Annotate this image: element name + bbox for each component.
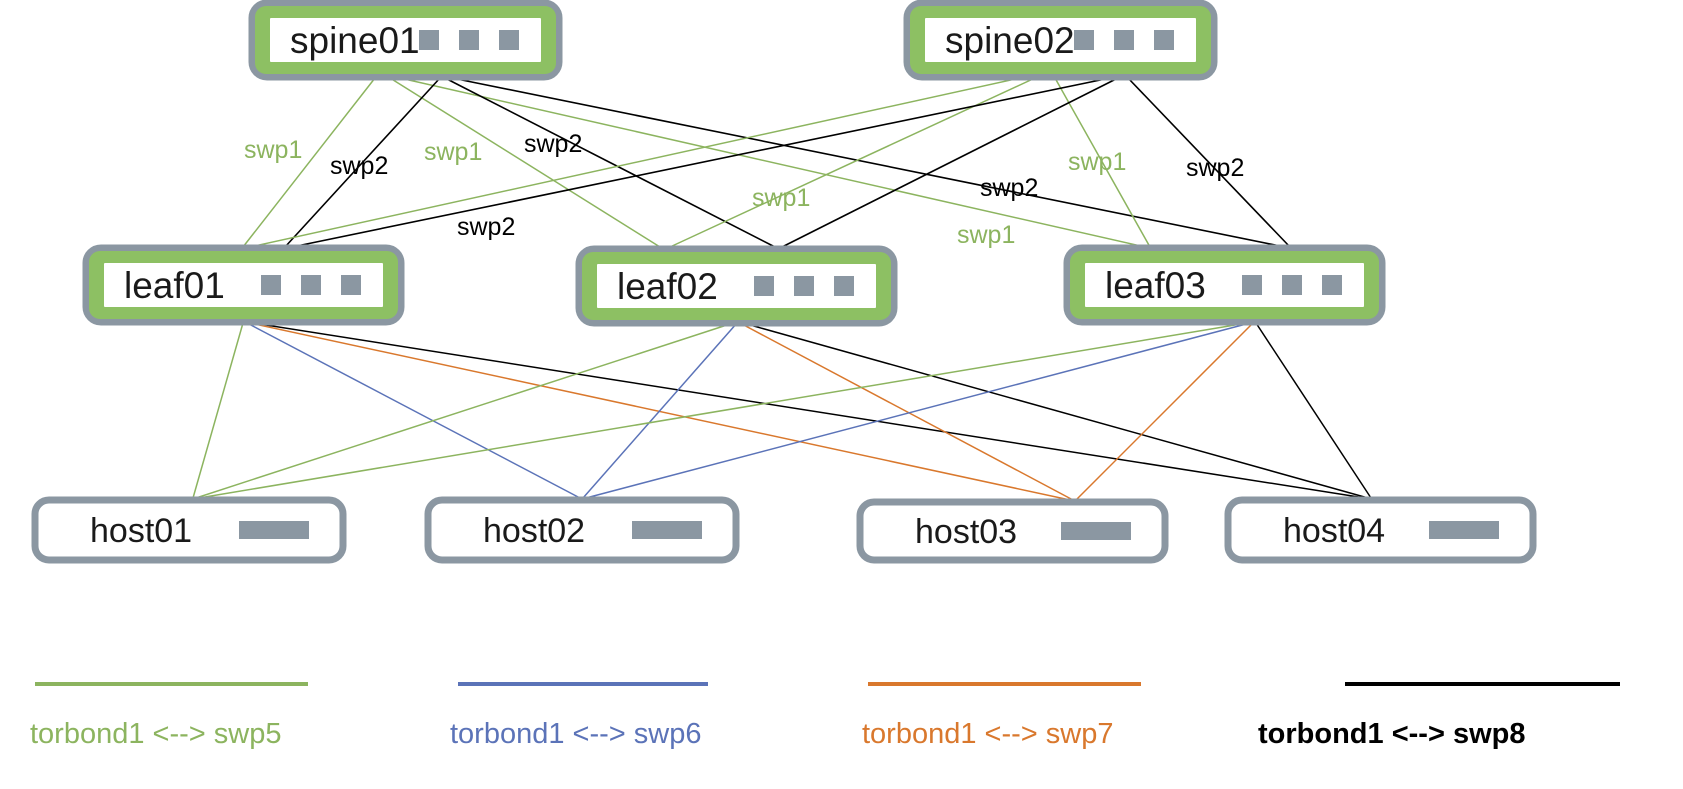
node-leaf02[interactable]: leaf02 — [575, 245, 898, 327]
node-port-spine02-3 — [1154, 30, 1174, 50]
node-port-spine01-3 — [499, 30, 519, 50]
legend-label-2: torbond1 <--> swp7 — [862, 718, 1113, 750]
node-outline-leaf03 — [1063, 244, 1386, 326]
link-leaf02-host03 — [739, 322, 1074, 501]
link-spine01-leaf01 — [284, 77, 441, 248]
node-host02[interactable]: host02 — [424, 496, 740, 564]
legend-label-1: torbond1 <--> swp6 — [450, 718, 701, 750]
node-port-leaf03-3 — [1322, 275, 1342, 295]
node-port-spine02-1 — [1074, 30, 1094, 50]
link-leaf03-host03 — [1075, 322, 1254, 501]
node-label-spine01: spine01 — [290, 20, 420, 61]
node-panel-spine02 — [925, 18, 1196, 62]
node-layer: spine01 spine02 leaf01 leaf02 leaf03 host01 ho… — [31, 0, 1537, 564]
link-spine02-leaf01 — [249, 77, 1021, 248]
node-port-host01-1 — [239, 521, 309, 539]
node-outline-host01 — [31, 496, 347, 564]
node-panel-leaf03 — [1085, 263, 1364, 307]
link-spine02-leaf03 — [1054, 77, 1151, 248]
spine-leaf-port-label-layer: swp1 swp2 swp1 swp2 swp2 swp1 swp2 swp1 swp2 swp1 — [244, 130, 1244, 249]
link-spine02-leaf02 — [781, 77, 1119, 248]
node-leaf03[interactable]: leaf03 — [1063, 244, 1386, 326]
link-spine01-leaf03 — [399, 77, 1146, 248]
node-panel-leaf02 — [597, 264, 876, 308]
link-leaf03-host01 — [198, 322, 1248, 499]
node-port-leaf02-3 — [834, 276, 854, 296]
node-label-host01: host01 — [90, 512, 192, 550]
node-port-host04-1 — [1429, 521, 1499, 539]
node-outline-spine02 — [903, 0, 1218, 81]
node-outline-host03 — [856, 498, 1169, 564]
link-leaf01-host01 — [192, 322, 244, 499]
node-label-spine02: spine02 — [945, 20, 1075, 61]
node-host04[interactable]: host04 — [1224, 496, 1537, 564]
node-outline-host02 — [424, 496, 740, 564]
node-panel-spine01 — [270, 18, 541, 62]
port-label-swp2-8: swp2 — [1186, 154, 1244, 182]
node-label-host04: host04 — [1283, 512, 1385, 550]
link-spine01-leaf03 — [451, 77, 1286, 248]
port-label-swp2-1: swp2 — [330, 152, 388, 180]
link-leaf01-host04 — [252, 322, 1366, 499]
link-spine02-leaf01 — [291, 77, 1111, 248]
node-outline-leaf02 — [575, 245, 898, 327]
node-label-leaf01: leaf01 — [124, 265, 225, 306]
node-port-spine01-1 — [419, 30, 439, 50]
node-panel-leaf01 — [104, 263, 383, 307]
node-port-spine02-2 — [1114, 30, 1134, 50]
node-port-host02-1 — [632, 521, 702, 539]
node-label-leaf03: leaf03 — [1105, 265, 1206, 306]
node-outline-host04 — [1224, 496, 1537, 564]
legend-label-0: torbond1 <--> swp5 — [30, 718, 281, 750]
node-label-leaf02: leaf02 — [617, 266, 718, 307]
node-port-leaf01-1 — [261, 275, 281, 295]
node-outline-leaf01 — [82, 244, 405, 326]
node-spine01[interactable]: spine01 — [248, 0, 563, 81]
node-label-host02: host02 — [483, 512, 585, 550]
port-label-swp1-2: swp1 — [424, 138, 482, 166]
link-spine01-leaf02 — [389, 77, 661, 248]
port-label-swp1-5: swp1 — [752, 184, 810, 212]
link-leaf02-host02 — [582, 322, 738, 499]
node-port-leaf03-2 — [1282, 275, 1302, 295]
spine-leaf-link-layer — [242, 77, 1291, 248]
link-leaf03-host02 — [585, 322, 1251, 499]
node-outline-spine01 — [248, 0, 563, 81]
node-port-leaf03-1 — [1242, 275, 1262, 295]
leaf-host-link-layer — [192, 322, 1372, 501]
node-port-spine01-2 — [459, 30, 479, 50]
link-leaf02-host04 — [742, 322, 1369, 499]
node-port-leaf01-2 — [301, 275, 321, 295]
node-port-leaf01-3 — [341, 275, 361, 295]
link-spine01-leaf01 — [242, 77, 376, 248]
link-leaf01-host02 — [246, 322, 581, 499]
legend-label-3: torbond1 <--> swp8 — [1258, 718, 1525, 750]
node-port-leaf02-1 — [754, 276, 774, 296]
link-leaf03-host04 — [1255, 322, 1372, 499]
link-spine02-leaf03 — [1127, 77, 1291, 248]
node-host01[interactable]: host01 — [31, 496, 347, 564]
node-port-host03-1 — [1061, 522, 1131, 540]
port-label-swp2-6: swp2 — [980, 174, 1038, 202]
node-label-host03: host03 — [915, 513, 1017, 551]
legend-layer: torbond1 <--> swp5 torbond1 <--> swp6 torb… — [30, 682, 1620, 750]
node-host03[interactable]: host03 — [856, 498, 1169, 564]
node-port-leaf02-2 — [794, 276, 814, 296]
port-label-swp2-4: swp2 — [457, 213, 515, 241]
port-label-swp2-3: swp2 — [524, 130, 582, 158]
link-spine01-leaf02 — [444, 77, 776, 248]
link-leaf02-host01 — [195, 322, 734, 499]
node-leaf01[interactable]: leaf01 — [82, 244, 405, 326]
port-label-swp1-9: swp1 — [957, 221, 1015, 249]
port-label-swp1-0: swp1 — [244, 136, 302, 164]
port-label-swp1-7: swp1 — [1068, 148, 1126, 176]
node-spine02[interactable]: spine02 — [903, 0, 1218, 81]
